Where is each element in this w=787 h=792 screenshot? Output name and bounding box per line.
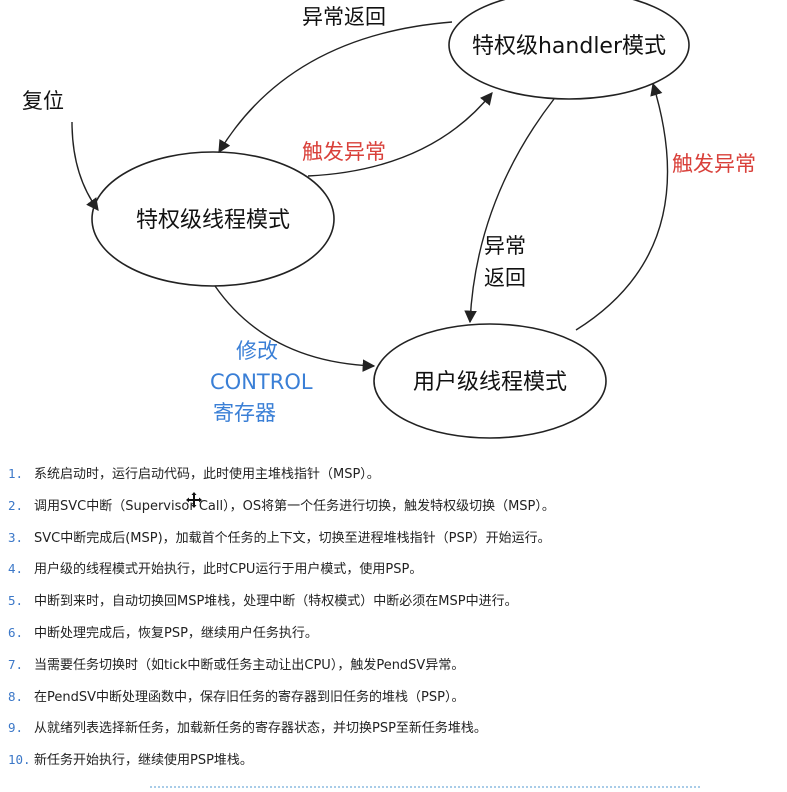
step-number: 8. <box>8 688 24 704</box>
step-text: 当需要任务切换时（如tick中断或任务主动让出CPU），触发PendSV异常。 <box>34 657 465 673</box>
step-item: 5. 中断到来时，自动切换回MSP堆栈，处理中断（特权模式）中断必须在MSP中进行… <box>0 585 787 617</box>
step-text: SVC中断完成后(MSP)，加载首个任务的上下文，切换至进程堆栈指针（PSP）开… <box>34 530 551 546</box>
label-modify-1: 修改 <box>236 339 278 363</box>
step-number: 7. <box>8 656 24 672</box>
step-number: 3. <box>8 529 24 545</box>
step-number: 5. <box>8 593 24 609</box>
step-text: 新任务开始执行，继续使用PSP堆栈。 <box>34 753 253 769</box>
edge-modify-control <box>214 285 376 372</box>
step-number: 1. <box>8 466 24 481</box>
step-text: 用户级的线程模式开始执行，此时CPU运行于用户模式，使用PSP。 <box>34 562 423 578</box>
node-privileged-thread-mode: 特权级线程模式 <box>91 151 335 287</box>
edge-exception-return-mid <box>464 98 555 324</box>
label-trigger-exception-right: 触发异常 <box>672 152 756 176</box>
svg-text:特权级线程模式: 特权级线程模式 <box>136 208 290 233</box>
step-number: 6. <box>8 624 24 640</box>
step-text: 在PendSV中断处理函数中，保存旧任务的寄存器到旧任务的堆栈（PSP）。 <box>34 689 465 705</box>
step-item: 2. 调用SVC中断（Supervisor Call），OS将第一个任务进行切换，… <box>0 490 787 522</box>
move-cursor-icon <box>186 492 202 508</box>
label-exception-return-mid-1: 异常 <box>484 234 526 258</box>
step-number: 10. <box>8 752 31 768</box>
svg-text:用户级线程模式: 用户级线程模式 <box>413 370 567 395</box>
step-item: 10.新任务开始执行，继续使用PSP堆栈。 <box>0 744 787 776</box>
step-item: 1. 系统启动时，运行启动代码，此时使用主堆栈指针（MSP）。 <box>0 458 787 490</box>
edge-reset <box>71 121 99 212</box>
node-handler-mode: 特权级handler模式 <box>448 0 690 100</box>
step-text: 调用SVC中断（Supervisor Call），OS将第一个任务进行切换，触发… <box>34 498 555 514</box>
edge-trigger-exception-left <box>307 92 493 177</box>
edge-trigger-exception-right <box>575 82 669 331</box>
mode-transition-diagram: 特权级handler模式 特权级线程模式 用户级线程模式 复位 异常返回 触发异… <box>22 0 756 439</box>
divider-dots <box>150 786 700 792</box>
step-text: 从就绪列表选择新任务，加载新任务的寄存器状态，并切换PSP至新任务堆栈。 <box>34 721 487 737</box>
label-exception-return-top: 异常返回 <box>302 5 386 29</box>
step-text: 中断处理完成后，恢复PSP，继续用户任务执行。 <box>34 625 318 641</box>
step-number: 9. <box>8 720 24 736</box>
label-reset: 复位 <box>22 89 64 113</box>
step-item: 9. 从就绪列表选择新任务，加载新任务的寄存器状态，并切换PSP至新任务堆栈。 <box>0 712 787 744</box>
step-text: 中断到来时，自动切换回MSP堆栈，处理中断（特权模式）中断必须在MSP中进行。 <box>34 594 518 610</box>
steps-list: 1. 系统启动时，运行启动代码，此时使用主堆栈指针（MSP）。 2. 调用SVC中断… <box>0 458 787 776</box>
edge-exception-return-top <box>218 21 453 154</box>
step-item: 3. SVC中断完成后(MSP)，加载首个任务的上下文，切换至进程堆栈指针（PSP… <box>0 522 787 554</box>
step-number: 2. <box>8 497 24 513</box>
label-trigger-exception-left: 触发异常 <box>302 140 386 164</box>
step-number: 4. <box>8 561 24 577</box>
step-text: 系统启动时，运行启动代码，此时使用主堆栈指针（MSP）。 <box>34 467 380 482</box>
step-item: 7. 当需要任务切换时（如tick中断或任务主动让出CPU），触发PendSV异常… <box>0 649 787 681</box>
node-user-thread-mode: 用户级线程模式 <box>373 323 607 439</box>
svg-text:特权级handler模式: 特权级handler模式 <box>472 34 666 59</box>
step-item: 8. 在PendSV中断处理函数中，保存旧任务的寄存器到旧任务的堆栈（PSP）。 <box>0 681 787 713</box>
label-modify-2: CONTROL <box>210 370 313 394</box>
step-item: 4. 用户级的线程模式开始执行，此时CPU运行于用户模式，使用PSP。 <box>0 553 787 585</box>
label-modify-3: 寄存器 <box>213 401 276 425</box>
label-exception-return-mid-2: 返回 <box>484 266 526 290</box>
step-item: 6. 中断处理完成后，恢复PSP，继续用户任务执行。 <box>0 617 787 649</box>
